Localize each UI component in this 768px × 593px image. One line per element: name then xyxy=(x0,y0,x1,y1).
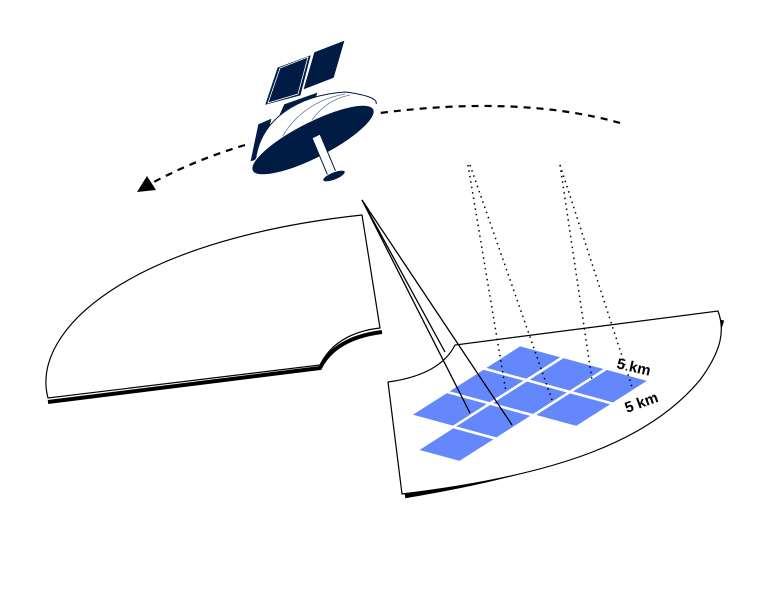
imaging-tile xyxy=(530,390,617,429)
landmass-left xyxy=(45,214,381,399)
view-line xyxy=(361,199,513,426)
landmass-left-shadow xyxy=(47,330,383,404)
orbit-arrowhead-icon xyxy=(137,176,156,192)
projection-dotted-lines xyxy=(467,164,634,401)
sensor-view-lines xyxy=(361,199,513,426)
imaging-tile xyxy=(413,425,500,464)
orbit-path-left xyxy=(151,143,246,184)
dotted-line xyxy=(559,164,634,391)
view-line xyxy=(361,199,471,414)
view-line xyxy=(361,199,446,353)
orbit-path-right xyxy=(379,104,621,125)
satellite-icon xyxy=(249,39,377,183)
